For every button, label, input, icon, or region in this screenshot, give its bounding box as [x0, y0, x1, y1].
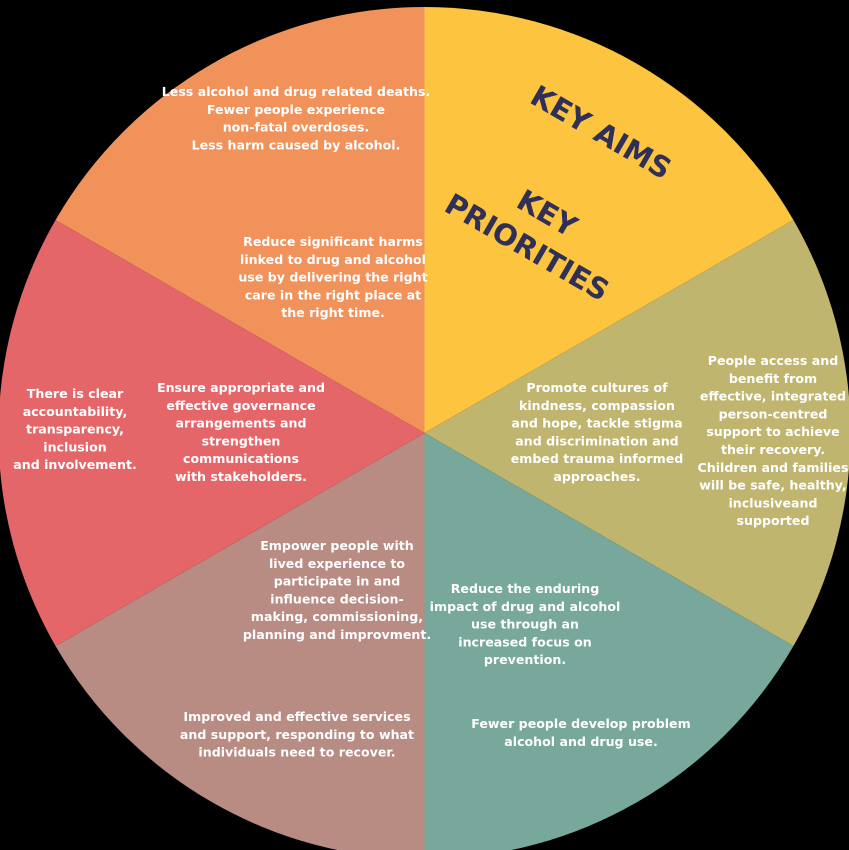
governance-aim-line: accountability,: [23, 404, 128, 419]
recovery-priority-line: approaches.: [553, 469, 640, 484]
recovery-aim-line: person-centred: [719, 406, 828, 421]
recovery-priority-line: Promote cultures of: [526, 380, 668, 395]
services-priority-text: Empower people with lived experience to pa…: [243, 538, 431, 642]
harms-priority-text: Reduce significant harms linked to drug a…: [238, 234, 427, 320]
prevention-priority-line: Reduce the enduring: [451, 581, 600, 596]
services-priority-line: Empower people with: [260, 538, 414, 553]
prevention-priority-line: prevention.: [484, 652, 566, 667]
recovery-aim-line: their recovery.: [721, 442, 825, 457]
services-aim-line: and support, responding to what: [180, 727, 414, 742]
governance-priority-line: communications: [183, 451, 299, 466]
recovery-priority-text: Promote cultures of kindness, compassion a…: [511, 380, 684, 484]
wheel-segment-governance: [0, 220, 425, 646]
recovery-aim-line: benefit from: [729, 371, 817, 386]
harms-aim-line: Less harm caused by alcohol.: [192, 137, 401, 152]
recovery-aim-text: People access and benefit from effective, …: [698, 353, 849, 528]
services-priority-line: planning and improvment.: [243, 627, 431, 642]
governance-aim-line: inclusion: [43, 439, 106, 454]
prevention-priority-line: increased focus on: [458, 634, 592, 649]
harms-priority-line: the right time.: [281, 305, 385, 320]
recovery-aim-line: effective, integrated: [700, 389, 846, 404]
recovery-aim-line: inclusiveand: [728, 495, 817, 510]
prevention-priority-line: impact of drug and alcohol: [430, 599, 621, 614]
prevention-aim-text: Fewer people develop problem alcohol and …: [471, 716, 690, 749]
prevention-aim-line: Fewer people develop problem: [471, 716, 690, 731]
harms-priority-line: linked to drug and alcohol: [240, 252, 426, 267]
recovery-aim-line: will be safe, healthy,: [699, 478, 846, 493]
harms-aim-line: Less alcohol and drug related deaths.: [162, 84, 431, 99]
governance-aim-line: transparency,: [26, 422, 124, 437]
services-priority-line: making, commissioning,: [251, 609, 423, 624]
harms-priority-line: use by delivering the right: [238, 270, 427, 285]
services-priority-line: lived experience to: [269, 556, 405, 571]
wheel-segment-header: [424, 7, 794, 433]
services-priority-line: influence decision-: [270, 591, 403, 606]
recovery-priority-line: kindness, compassion: [519, 398, 675, 413]
recovery-priority-line: and hope, tackle stigma: [511, 416, 682, 431]
governance-priority-line: Ensure appropriate and: [157, 380, 325, 395]
governance-priority-text: Ensure appropriate and effective governan…: [157, 380, 325, 484]
harms-priority-line: care in the right place at: [245, 287, 421, 302]
prevention-priority-text: Reduce the enduring impact of drug and al…: [430, 581, 621, 667]
recovery-aim-line: People access and: [708, 353, 839, 368]
services-aim-line: Improved and effective services: [183, 709, 410, 724]
governance-priority-line: strengthen: [202, 433, 281, 448]
prevention-aim-line: alcohol and drug use.: [504, 734, 658, 749]
harms-aim-text: Less alcohol and drug related deaths. Few…: [162, 84, 431, 152]
governance-aim-line: There is clear: [27, 386, 124, 401]
recovery-aim-line: Children and families: [698, 460, 849, 475]
recovery-priority-line: and discrimination and: [515, 433, 678, 448]
wheel-segment-services: [55, 433, 425, 850]
wheel-segment-prevention: [424, 433, 794, 850]
wheel-segment-recovery: [424, 220, 849, 646]
governance-priority-line: with stakeholders.: [175, 469, 307, 484]
recovery-aim-line: support to achieve: [706, 424, 839, 439]
prevention-priority-line: use through an: [471, 617, 579, 632]
governance-aim-line: and involvement.: [13, 457, 137, 472]
harms-priority-line: Reduce significant harms: [243, 234, 423, 249]
services-aim-text: Improved and effective services and suppo…: [180, 709, 414, 760]
harms-aim-line: Fewer people experience: [207, 102, 385, 117]
services-priority-line: participate in and: [274, 574, 400, 589]
wheel-segment-harms: [55, 7, 425, 433]
harms-aim-line: non-fatal overdoses.: [223, 120, 370, 135]
governance-aim-text: There is clear accountability, transparenc…: [13, 386, 137, 472]
recovery-priority-line: embed trauma informed: [511, 451, 684, 466]
services-aim-line: individuals need to recover.: [198, 745, 395, 760]
governance-priority-line: effective governance: [166, 398, 315, 413]
recovery-aim-line: supported: [737, 513, 810, 528]
governance-priority-line: arrangements and: [176, 416, 307, 431]
